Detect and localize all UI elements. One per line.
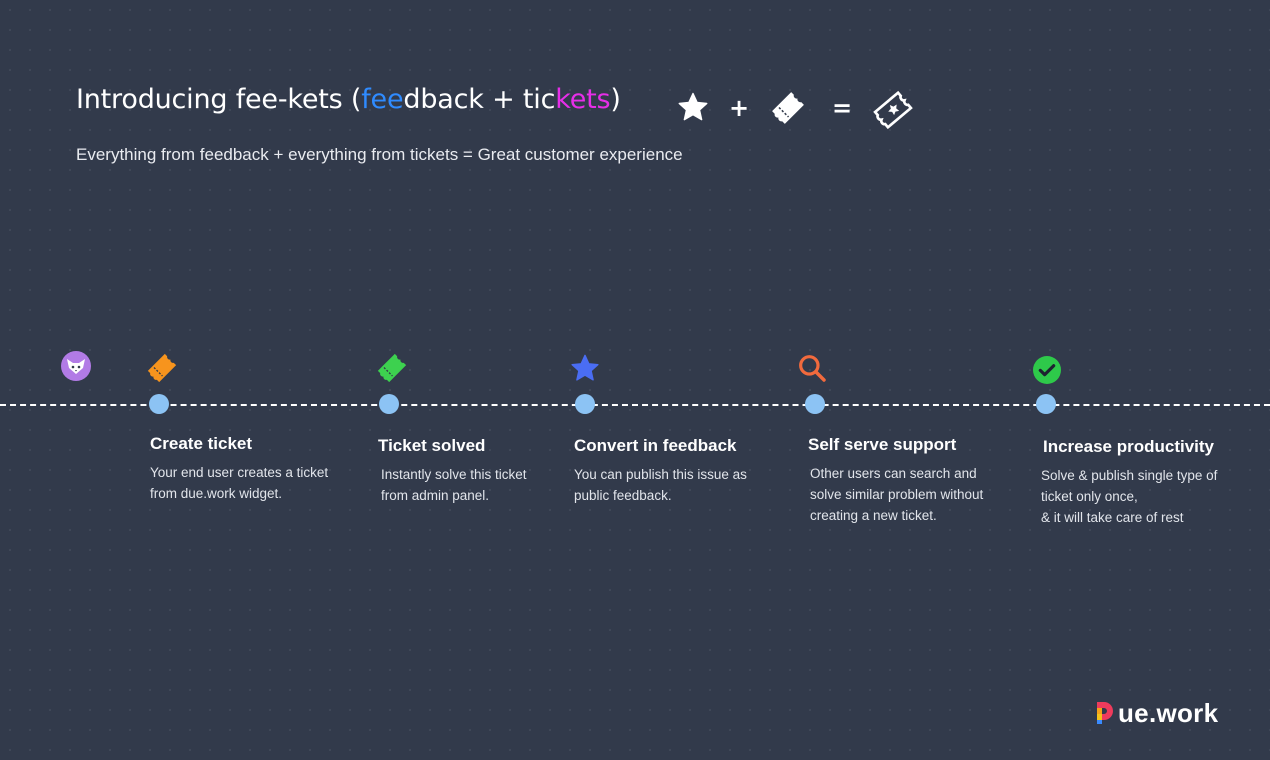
equation: + =	[670, 88, 930, 130]
fox-avatar-icon	[61, 351, 91, 381]
search-icon	[799, 355, 826, 382]
step-convert-in-feedback: Convert in feedback You can publish this…	[574, 436, 784, 506]
step-description: You can publish this issue as public fee…	[574, 467, 747, 503]
step-title: Self serve support	[808, 435, 957, 454]
timeline-dot	[805, 394, 825, 414]
title-blue-part: fee	[361, 84, 404, 115]
header: Introducing fee-kets (feedback + tickets…	[76, 84, 621, 115]
step-description: Other users can search and solve similar…	[810, 466, 984, 523]
star-icon	[678, 92, 708, 121]
due-work-logo-icon	[1097, 702, 1113, 724]
timeline-dot	[575, 394, 595, 414]
star-ticket-icon	[873, 90, 913, 130]
step-create-ticket: Create ticket Your end user creates a ti…	[150, 434, 360, 504]
step-title: Ticket solved	[378, 436, 486, 455]
logo-text: ue.work	[1118, 697, 1219, 728]
due-work-logo: ue.work	[1094, 698, 1218, 728]
ticket-icon	[147, 353, 177, 383]
step-ticket-solved: Ticket solved Instantly solve this ticke…	[378, 436, 588, 506]
step-title: Increase productivity	[1043, 437, 1215, 456]
step-description: Solve & publish single type of ticket on…	[1041, 468, 1218, 525]
page-title: Introducing fee-kets (feedback + tickets…	[76, 84, 621, 115]
title-pink-part: kets	[555, 84, 611, 115]
plus-sign: +	[729, 94, 750, 122]
step-self-serve-support: Self serve support Other users can searc…	[808, 435, 1018, 526]
timeline-line	[0, 404, 1270, 406]
timeline-dot	[379, 394, 399, 414]
ticket-icon	[772, 92, 804, 124]
step-title: Convert in feedback	[574, 436, 737, 455]
equals-sign: =	[832, 94, 853, 122]
subtitle: Everything from feedback + everything fr…	[76, 145, 683, 164]
star-icon	[571, 354, 599, 381]
step-title: Create ticket	[150, 434, 253, 453]
timeline-dot	[1036, 394, 1056, 414]
timeline-dot	[149, 394, 169, 414]
step-description: Your end user creates a ticket from due.…	[150, 465, 329, 501]
step-description: Instantly solve this ticket from admin p…	[381, 467, 527, 503]
ticket-icon	[377, 353, 407, 383]
step-increase-productivity: Increase productivity Solve & publish si…	[1041, 437, 1253, 528]
check-circle-icon	[1033, 356, 1061, 384]
